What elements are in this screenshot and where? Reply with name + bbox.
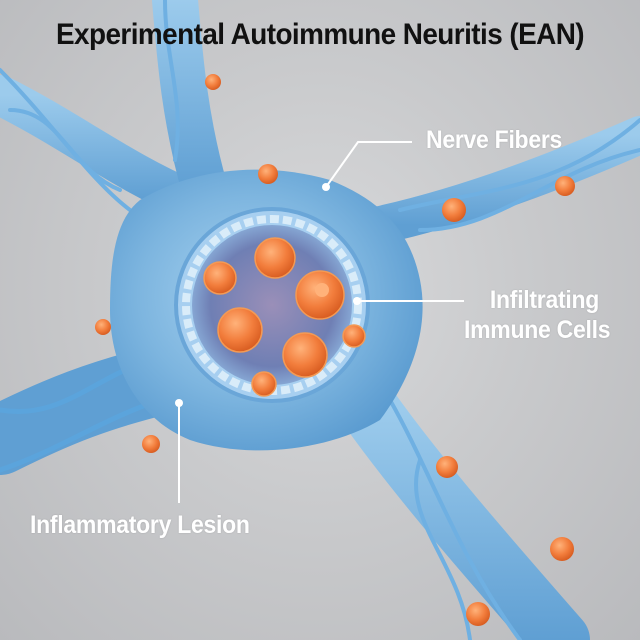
label-infiltrating-immune-cells: Infiltrating Immune Cells bbox=[464, 285, 611, 345]
immune-cells bbox=[203, 237, 366, 397]
adherent-immune-cells bbox=[95, 74, 575, 626]
callout-lines bbox=[178, 141, 464, 503]
label-line-1: Infiltrating bbox=[489, 286, 600, 314]
label-nerve-fibers: Nerve Fibers bbox=[426, 126, 563, 154]
label-line-2: Immune Cells bbox=[464, 316, 611, 344]
diagram-title: Experimental Autoimmune Neuritis (EAN) bbox=[55, 18, 585, 51]
label-inflammatory-lesion: Inflammatory Lesion bbox=[30, 511, 250, 539]
